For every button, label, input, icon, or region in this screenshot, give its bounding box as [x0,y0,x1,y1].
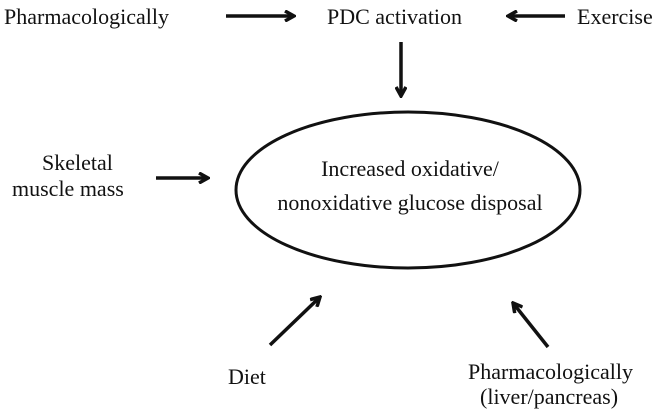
center-ellipse [234,110,582,270]
pharm-liver-label-line1: Pharmacologically [468,359,633,384]
skeletal-label-line2: muscle mass [12,176,124,201]
center-text-line1: Increased oxidative/ [321,156,500,181]
center-text-line2: nonoxidative glucose disposal [277,190,542,215]
arrow-pharm-liver-to-center [513,303,550,349]
pharm-liver-label-line2: (liver/pancreas) [480,384,618,409]
skeletal-label-line1: Skeletal [42,150,113,175]
arrow-diet-to-center [268,297,320,347]
pdc-activation-label: PDC activation [327,4,462,29]
exercise-label: Exercise [577,4,653,29]
diet-label: Diet [228,364,266,389]
pharmacologically-top-label: Pharmacologically [4,4,169,29]
